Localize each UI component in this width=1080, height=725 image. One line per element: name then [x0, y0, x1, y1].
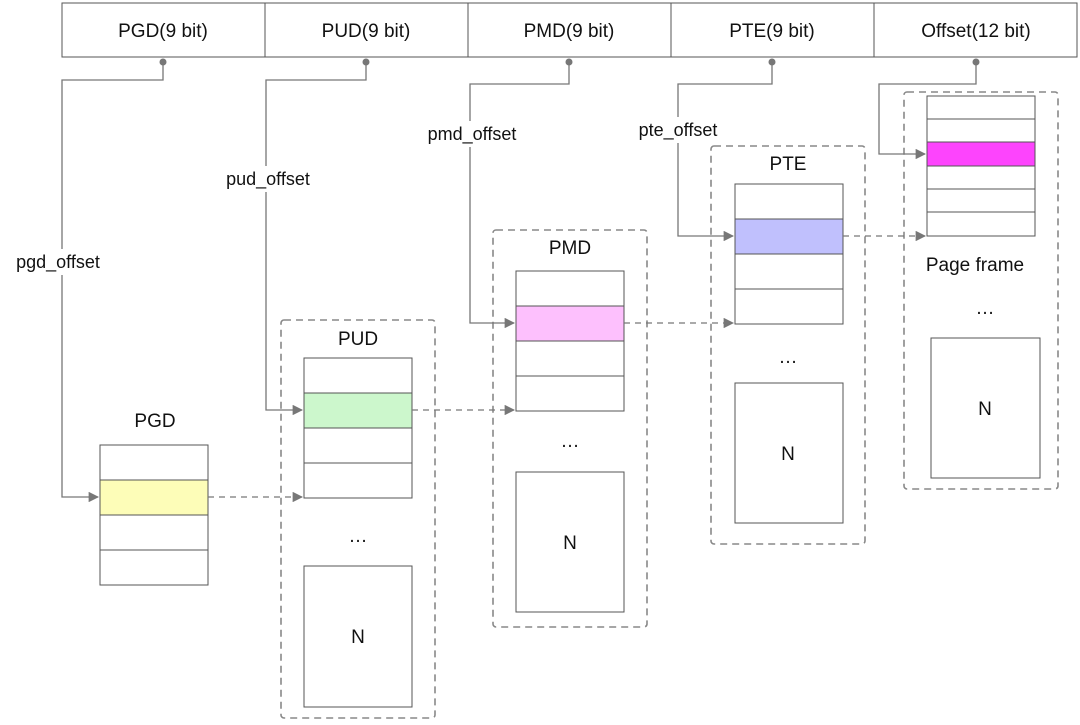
pgd-field-label: PGD(9 bit) — [118, 21, 208, 42]
page-frame-selected-entry — [926, 141, 1036, 167]
pmd-entry — [515, 375, 625, 412]
page-frame-entry — [926, 118, 1036, 143]
pgd-entry — [99, 514, 209, 551]
pmd-last-entry-label: N — [563, 533, 577, 554]
pud-offset-arrow — [265, 62, 367, 416]
address-bit-fields: PGD(9 bit) PUD(9 bit) PMD(9 bit) PTE(9 b… — [61, 2, 1078, 58]
page-frame-entry — [926, 188, 1036, 213]
pmd-field-label: PMD(9 bit) — [524, 21, 615, 42]
page-frame-entry — [926, 211, 1036, 237]
pmd-offset-label: pmd_offset — [428, 124, 517, 145]
pud-offset-label: pud_offset — [226, 169, 310, 190]
pte-field-label: PTE(9 bit) — [729, 21, 815, 42]
pud-entry — [303, 427, 413, 464]
offset-field-box — [873, 2, 1078, 58]
offset-labels: pgd_offset pud_offset pmd_offset pte_off… — [2, 117, 730, 275]
pmd-offset-label-bg — [414, 121, 530, 147]
page-frame-entry — [926, 95, 1036, 120]
pgd-entry — [99, 549, 209, 586]
page-frame-table: Page frame … N — [926, 95, 1041, 479]
pud-table-title: PUD — [338, 329, 378, 350]
pmd-offset-arrow — [469, 62, 570, 329]
page-offset-arrow — [878, 62, 977, 160]
offset-connectors — [61, 58, 980, 503]
page-frame-ellipsis: … — [976, 298, 995, 319]
page-frame-last-entry — [930, 337, 1041, 479]
pte-ellipsis: … — [779, 347, 798, 368]
pgd-offset-label-bg — [2, 249, 114, 275]
pgd-entry — [99, 444, 209, 481]
pmd-last-entry — [515, 471, 625, 613]
pud-last-entry-label: N — [351, 627, 365, 648]
pgd-field-box — [61, 2, 266, 58]
pte-entry — [734, 183, 844, 220]
pmd-entry — [515, 340, 625, 377]
pmd-selected-entry — [515, 305, 625, 342]
pte-offset-label: pte_offset — [639, 120, 718, 141]
pud-field-label: PUD(9 bit) — [322, 21, 411, 42]
pgd-table-title: PGD — [134, 411, 175, 432]
page-frame-last-entry-label: N — [978, 399, 992, 420]
pte-entry — [734, 253, 844, 290]
offset-field-label: Offset(12 bit) — [921, 21, 1030, 42]
next-level-connectors — [208, 230, 927, 503]
pud-ellipsis: … — [349, 526, 368, 547]
pud-last-entry — [303, 565, 413, 708]
pte-entry — [734, 288, 844, 325]
pmd-entry — [515, 270, 625, 307]
pmd-ellipsis: … — [561, 431, 580, 452]
pud-entry — [303, 462, 413, 499]
pgd-table: PGD — [99, 411, 209, 586]
pte-table: PTE … N — [734, 154, 844, 524]
pte-last-entry — [734, 382, 844, 524]
pte-offset-arrow — [677, 62, 773, 242]
pte-offset-label-bg — [626, 117, 730, 143]
pgd-offset-label: pgd_offset — [16, 252, 100, 273]
page-frame-title: Page frame — [926, 255, 1024, 276]
pgd-selected-entry — [99, 479, 209, 516]
pte-last-entry-label: N — [781, 444, 795, 465]
pte-table-title: PTE — [770, 154, 807, 175]
pud-table: PUD … N — [303, 329, 413, 708]
pmd-table: PMD … N — [515, 238, 625, 613]
page-frame-entry — [926, 165, 1036, 190]
pte-selected-entry — [734, 218, 844, 255]
pud-offset-label-bg — [214, 166, 352, 192]
pte-field-box — [670, 2, 875, 58]
pud-selected-entry — [303, 392, 413, 429]
pud-field-box — [264, 2, 469, 58]
pmd-table-title: PMD — [549, 238, 591, 259]
pmd-field-box — [467, 2, 672, 58]
pgd-offset-arrow — [61, 62, 164, 503]
pud-entry — [303, 357, 413, 394]
